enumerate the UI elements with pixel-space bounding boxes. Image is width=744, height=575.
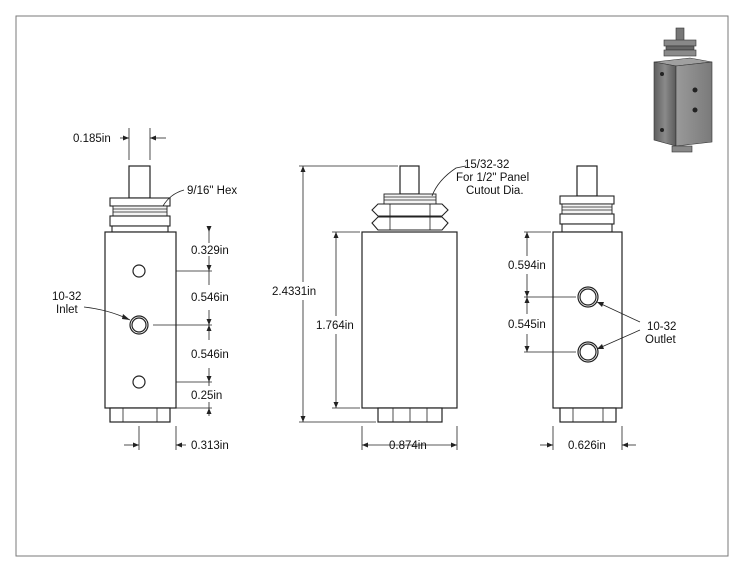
label-stem-width: 0.185in xyxy=(73,133,111,145)
label-inlet-size: 10-32 xyxy=(52,291,81,303)
label-outlet-top: 0.594in xyxy=(508,260,546,272)
label-inlet: Inlet xyxy=(56,304,79,316)
label-left-offset: 0.313in xyxy=(191,440,229,452)
right-view xyxy=(552,165,623,423)
label-panel: For 1/2" Panel xyxy=(456,172,529,184)
middle-dimensions xyxy=(299,165,467,450)
label-hex: 9/16" Hex xyxy=(187,185,237,197)
middle-view xyxy=(361,165,458,423)
label-inlet-spacing-1: 0.546in xyxy=(191,292,229,304)
label-body-width: 0.874in xyxy=(389,440,427,452)
label-side-width: 0.626in xyxy=(568,440,606,452)
label-bottom-hole: 0.25in xyxy=(191,390,222,402)
label-top-hole: 0.329in xyxy=(191,245,229,257)
label-overall-height: 2.4331in xyxy=(272,286,316,298)
label-outlet-size: 10-32 xyxy=(647,321,676,333)
label-body-height: 1.764in xyxy=(316,320,354,332)
label-cutout: Cutout Dia. xyxy=(466,185,524,197)
left-dimensions xyxy=(83,128,212,450)
label-outlet: Outlet xyxy=(645,334,676,346)
label-thread: 15/32-32 xyxy=(464,159,509,171)
valve-3d-thumbnail xyxy=(653,27,713,153)
left-view xyxy=(104,165,177,423)
label-outlet-spacing: 0.545in xyxy=(508,319,546,331)
right-dimensions xyxy=(524,231,641,450)
label-inlet-spacing-2: 0.546in xyxy=(191,349,229,361)
drawing-border xyxy=(15,15,729,557)
